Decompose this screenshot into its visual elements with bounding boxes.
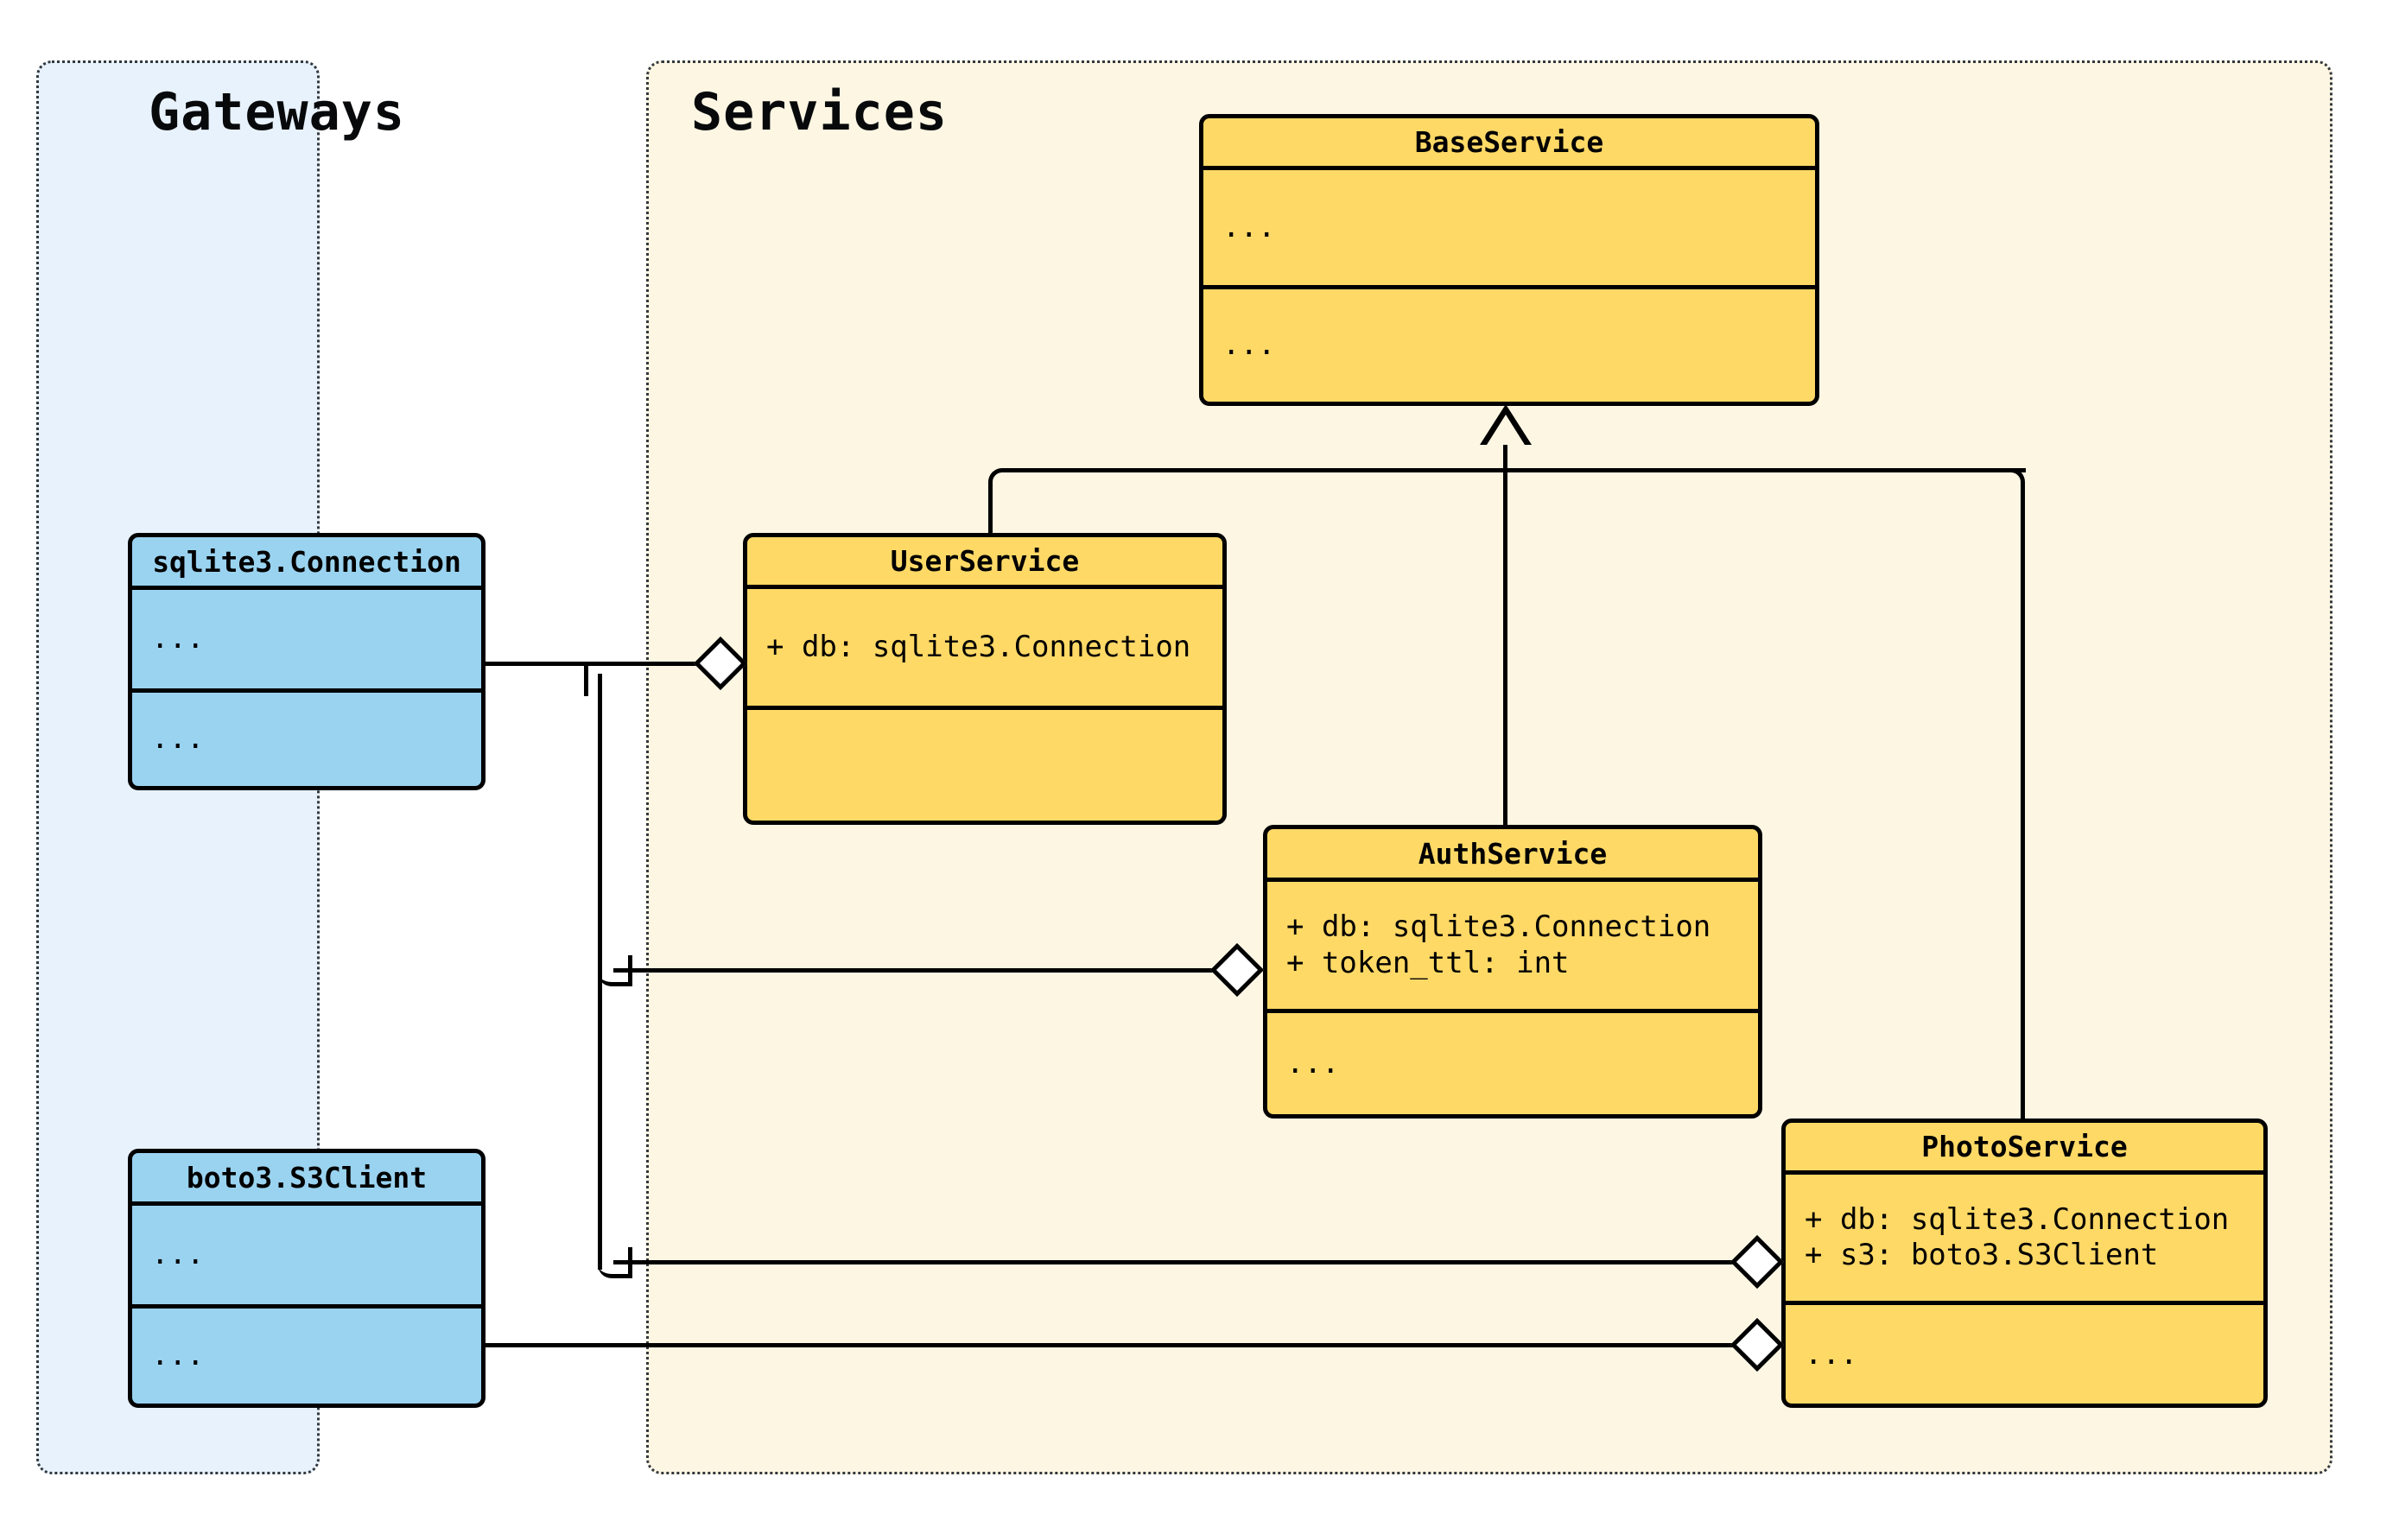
- class-box-baseservice[interactable]: BaseService ... ...: [1199, 114, 1819, 406]
- class-name-userservice: UserService: [747, 537, 1222, 589]
- class-methods-authservice: ...: [1286, 1045, 1340, 1081]
- class-name-authservice: AuthService: [1267, 829, 1758, 882]
- class-box-userservice[interactable]: UserService + db: sqlite3.Connection: [743, 533, 1227, 825]
- inheritance-stem-authservice: [1503, 445, 1507, 829]
- class-box-sqlite3-connection[interactable]: sqlite3.Connection ... ...: [128, 533, 486, 790]
- aggregation-db-riser: [598, 674, 602, 1270]
- class-attributes-boto3-s3client: ...: [132, 1206, 481, 1309]
- class-methods-baseservice: ...: [1222, 327, 1276, 363]
- aggregation-line-db-photoservice: [613, 1260, 1745, 1264]
- package-services-title: Services: [691, 82, 948, 143]
- class-attributes-sqlite3-connection: ...: [132, 590, 481, 693]
- class-name-boto3-s3client: boto3.S3Client: [132, 1153, 481, 1206]
- aggregation-line-s3-photoservice: [484, 1343, 1747, 1347]
- inheritance-bus-line: [1002, 468, 2026, 472]
- class-name-sqlite3-connection: sqlite3.Connection: [132, 537, 481, 590]
- class-attributes-baseservice: ...: [1203, 170, 1815, 289]
- class-attributes-userservice: + db: sqlite3.Connection: [747, 589, 1222, 710]
- class-methods-userservice: [747, 710, 1222, 821]
- package-gateways-title: Gateways: [149, 82, 405, 143]
- class-box-photoservice[interactable]: PhotoService + db: sqlite3.Connection + …: [1781, 1119, 2268, 1408]
- inheritance-drop-photoservice: [2021, 484, 2025, 1121]
- class-attributes-authservice: + db: sqlite3.Connection + token_ttl: in…: [1267, 882, 1758, 1013]
- aggregation-db-riser-corner: [584, 662, 615, 696]
- class-methods-photoservice: ...: [1805, 1337, 1858, 1372]
- inheritance-drop-userservice: [988, 484, 993, 536]
- class-box-boto3-s3client[interactable]: boto3.S3Client ... ...: [128, 1149, 486, 1408]
- class-attributes-photoservice: + db: sqlite3.Connection + s3: boto3.S3C…: [1786, 1175, 2263, 1305]
- class-methods-boto3-s3client: ...: [151, 1338, 205, 1373]
- class-name-photoservice: PhotoService: [1786, 1123, 2263, 1175]
- inheritance-triangle-fill: [1487, 415, 1525, 445]
- aggregation-line-db-authservice: [613, 968, 1225, 973]
- class-methods-sqlite3-connection: ...: [151, 721, 205, 757]
- class-name-baseservice: BaseService: [1203, 118, 1815, 170]
- class-box-authservice[interactable]: AuthService + db: sqlite3.Connection + t…: [1263, 825, 1762, 1119]
